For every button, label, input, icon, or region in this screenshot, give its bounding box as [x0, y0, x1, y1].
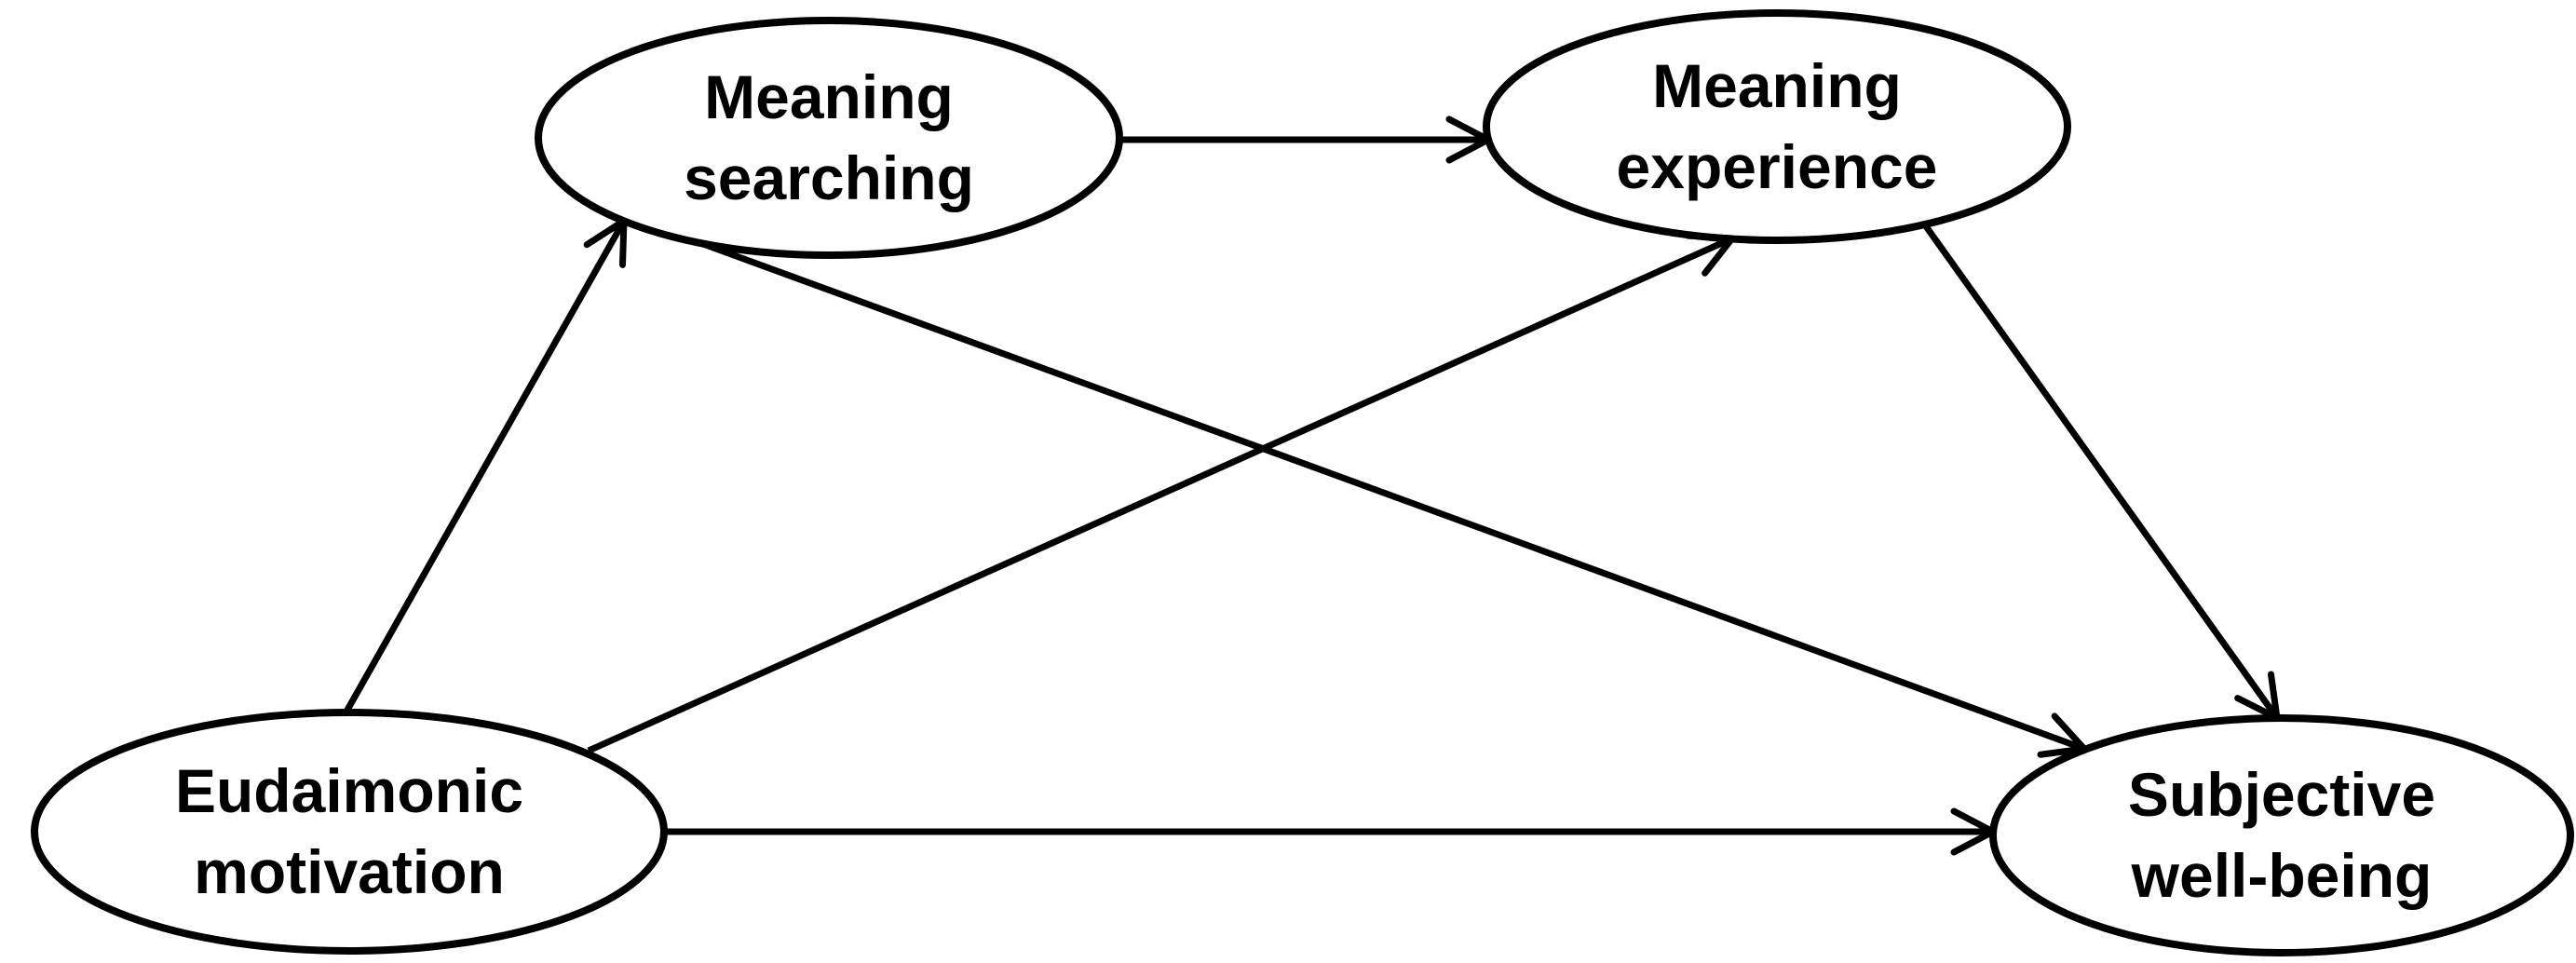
node-ellipse-meaning-experience: [1483, 9, 2071, 244]
edge-eudaimonic-motivation-to-meaning-experience: [587, 232, 1736, 754]
edge-eudaimonic-motivation-to-meaning-searching: [343, 217, 628, 713]
edge-meaning-experience-to-subjective-well-being: [1923, 224, 2281, 722]
node-ellipse-eudaimonic-motivation: [31, 709, 668, 955]
edge-meaning-searching-to-subjective-well-being: [701, 240, 2088, 758]
node-ellipse-meaning-searching: [535, 17, 1123, 259]
node-ellipse-subjective-well-being: [1989, 714, 2574, 956]
